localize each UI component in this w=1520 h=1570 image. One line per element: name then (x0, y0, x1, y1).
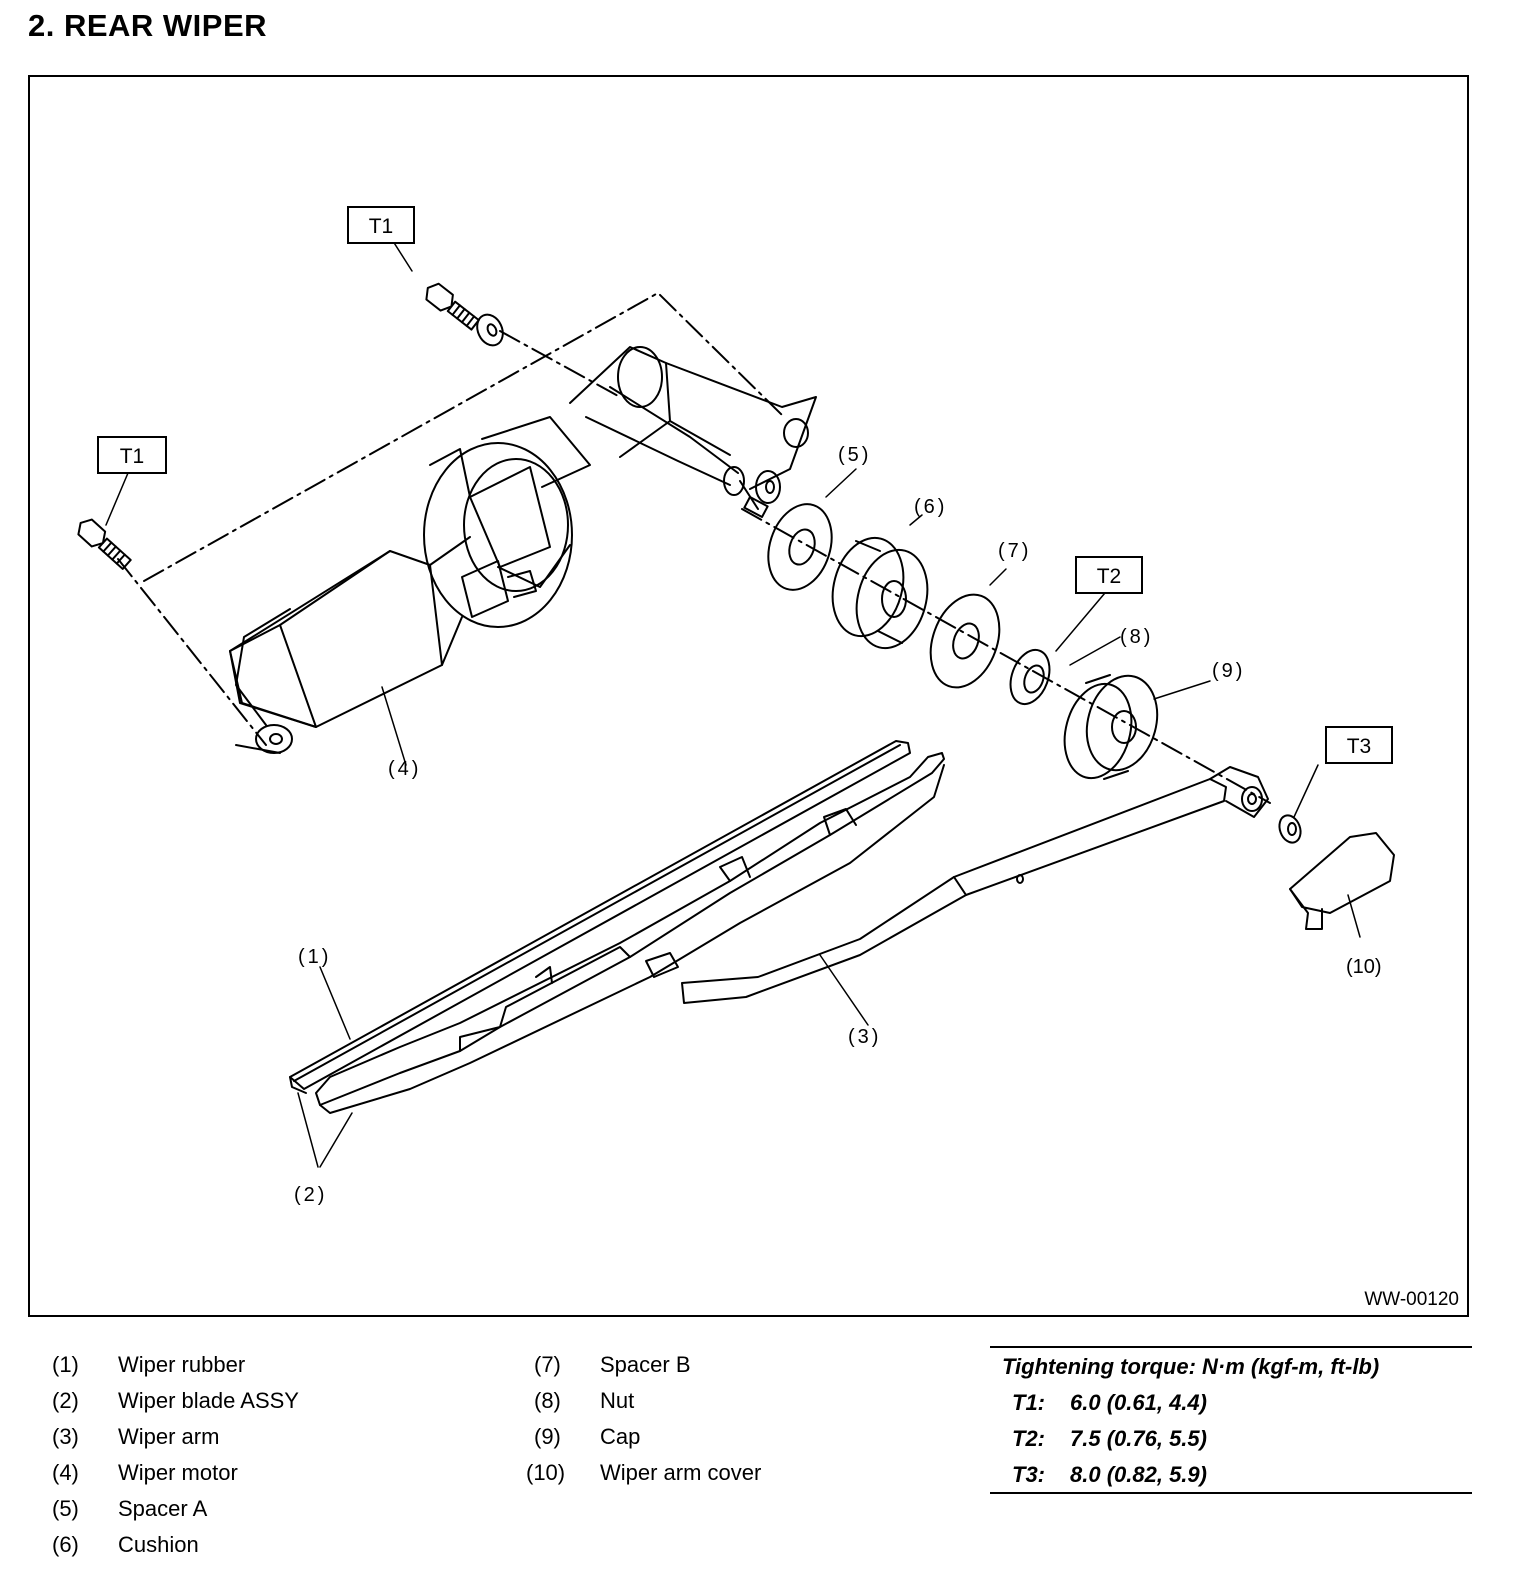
wiper-motor (229, 346, 817, 754)
bolt-upper (425, 282, 480, 331)
page-title: 2. REAR WIPER (28, 8, 268, 43)
exploded-diagram: T1 T1 T2 T3 (1) (2) (3) (4) (5) (6) (7) … (77, 206, 1395, 1206)
washer-upper (476, 313, 504, 347)
wiper-blade (315, 752, 945, 1114)
parts-list: (1)Wiper rubber (2)Wiper blade ASSY (3)W… (52, 1352, 952, 1562)
label-t1-left: T1 (120, 445, 145, 468)
part-item-2: (2)Wiper blade ASSY (52, 1388, 299, 1413)
torque-heading: Tightening torque: N·m (kgf-m, ft-lb) (1002, 1354, 1380, 1379)
nut (1009, 648, 1051, 706)
callout-3: (3) (848, 1026, 881, 1048)
torque-box-t1-left: T1 (97, 436, 167, 474)
cap (1063, 674, 1159, 780)
part-item-6: (6)Cushion (52, 1532, 199, 1557)
part-item-10: (10)Wiper arm cover (526, 1460, 762, 1485)
spacer-a (767, 503, 833, 591)
callout-6: (6) (914, 496, 947, 518)
bolt-left (77, 518, 132, 570)
arm-nut (1278, 814, 1302, 844)
wiper-rubber (289, 740, 911, 1094)
part-item-5: (5)Spacer A (52, 1496, 208, 1521)
diagram-frame: T1 T1 T2 T3 (1) (2) (3) (4) (5) (6) (7) … (28, 75, 1469, 1317)
label-t2: T2 (1097, 565, 1122, 588)
torque-box-t1-upper: T1 (347, 206, 415, 244)
torque-box-t3: T3 (1325, 726, 1393, 764)
assembly-lines (117, 292, 1271, 804)
callout-10: (10) (1346, 956, 1382, 978)
torque-row-t3: T3:8.0 (0.82, 5.9) (1012, 1462, 1207, 1487)
callout-9: (9) (1212, 660, 1245, 682)
part-item-4: (4)Wiper motor (52, 1460, 238, 1485)
wiper-arm (681, 766, 1269, 1004)
torque-table: Tightening torque: N·m (kgf-m, ft-lb) T1… (990, 1346, 1472, 1494)
torque-row-t2: T2:7.5 (0.76, 5.5) (1012, 1426, 1207, 1451)
callout-7: (7) (998, 540, 1031, 562)
callout-2: (2) (294, 1184, 327, 1206)
label-t1-upper: T1 (369, 215, 394, 238)
callout-4: (4) (388, 758, 421, 780)
figure-id: WW-00120 (1364, 1289, 1459, 1310)
callout-5: (5) (838, 444, 871, 466)
callout-8: (8) (1120, 626, 1153, 648)
part-item-7: (7)Spacer B (534, 1352, 691, 1377)
callout-1: (1) (298, 946, 331, 968)
label-t3: T3 (1347, 735, 1372, 758)
part-item-1: (1)Wiper rubber (52, 1352, 246, 1377)
torque-box-t2: T2 (1075, 556, 1143, 594)
spacer-b (929, 593, 1001, 689)
part-item-8: (8)Nut (534, 1388, 635, 1413)
cushion (831, 536, 929, 650)
part-item-9: (9)Cap (534, 1424, 641, 1449)
wiper-arm-cover (1289, 832, 1395, 930)
torque-row-t1: T1:6.0 (0.61, 4.4) (1012, 1390, 1207, 1415)
part-item-3: (3)Wiper arm (52, 1424, 220, 1449)
